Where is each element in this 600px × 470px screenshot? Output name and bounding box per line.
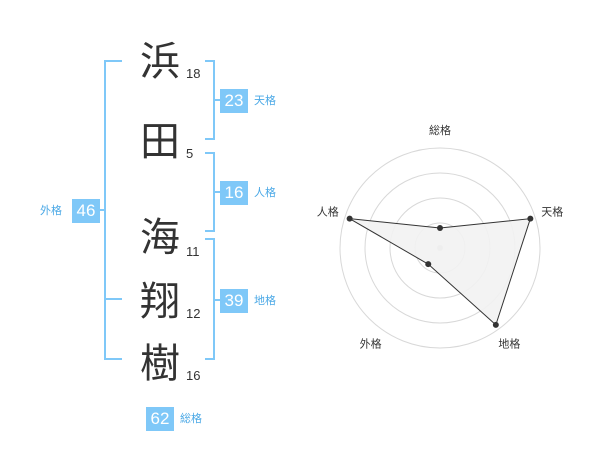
- stroke-count-5: 16: [186, 368, 201, 383]
- radar-area: [349, 218, 532, 326]
- kanji-5: 樹: [140, 341, 180, 387]
- soukaku-label: 総格: [180, 412, 202, 425]
- tenkaku-label: 天格: [254, 94, 276, 107]
- chikaku-tick: [215, 299, 222, 301]
- stroke-count-3: 11: [186, 244, 200, 259]
- gaikaku-outer-tick: [98, 209, 106, 211]
- radar-point-3: [492, 321, 499, 328]
- radar-axis-label-3: 地格: [498, 336, 520, 350]
- tenkaku-bracket: [205, 60, 215, 140]
- tenkaku-tick: [215, 99, 222, 101]
- radar-ring-4: [339, 147, 541, 349]
- tenkaku-score: 23: [220, 89, 248, 113]
- stroke-count-4: 12: [186, 306, 201, 321]
- stroke-count-2: 5: [186, 146, 194, 161]
- radar-axis-label-1: 総格: [429, 123, 451, 137]
- chikaku-bracket: [205, 238, 215, 360]
- gaikaku-inner-tick: [106, 298, 122, 300]
- radar-point-4: [425, 261, 432, 268]
- kanji-1: 浜: [140, 39, 180, 85]
- gaikaku-bracket: [104, 60, 122, 360]
- jinkaku-tick: [215, 191, 222, 193]
- kanji-3: 海: [140, 215, 180, 261]
- radar-axis-label-5: 人格: [317, 205, 339, 219]
- radar-axis-label-2: 天格: [541, 205, 563, 219]
- radar-axis-label-4: 外格: [360, 336, 382, 350]
- kanji-4: 翔: [140, 279, 180, 325]
- stroke-count-1: 18: [186, 66, 201, 81]
- radar-point-1: [437, 225, 443, 231]
- chikaku-label: 地格: [254, 294, 276, 307]
- kanji-2: 田: [140, 119, 180, 165]
- radar-point-5: [346, 215, 353, 222]
- gaikaku-score: 46: [72, 199, 100, 223]
- radar-point-2: [527, 215, 534, 222]
- jinkaku-label: 人格: [254, 186, 276, 199]
- jinkaku-score: 16: [220, 181, 248, 205]
- jinkaku-bracket: [205, 152, 215, 232]
- gaikaku-label: 外格: [40, 204, 62, 217]
- soukaku-score: 62: [146, 407, 174, 431]
- chikaku-score: 39: [220, 289, 248, 313]
